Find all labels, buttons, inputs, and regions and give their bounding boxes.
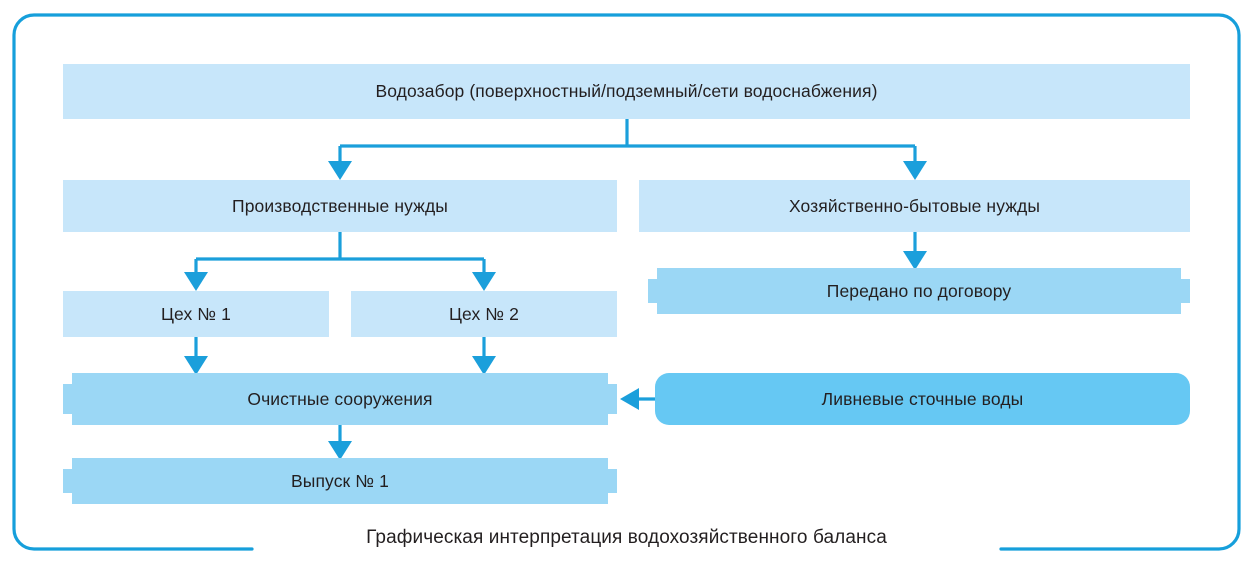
node-intake[interactable]: Водозабор (поверхностный/подземный/сети … (63, 64, 1190, 119)
diagram-caption-text: Графическая интерпретация водохозяйствен… (340, 527, 913, 549)
node-treatment-facilities-label: Очистные сооружения (247, 388, 433, 409)
node-workshop-2[interactable]: Цех № 2 (351, 291, 617, 337)
node-stormwater[interactable]: Ливневые сточные воды (655, 373, 1190, 425)
node-stormwater-label: Ливневые сточные воды (821, 388, 1024, 409)
arrowhead-left-treatment (620, 388, 639, 410)
arrowhead-down-production (328, 161, 352, 180)
node-workshop-1-label: Цех № 1 (161, 303, 231, 324)
node-outlet-1[interactable]: Выпуск № 1 (63, 458, 617, 504)
arrowhead-down-domestic (903, 161, 927, 180)
node-production-needs-label: Производственные нужды (232, 195, 448, 216)
node-treatment-facilities[interactable]: Очистные сооружения (63, 373, 617, 425)
node-production-needs[interactable]: Производственные нужды (63, 180, 617, 232)
arrowhead-down-workshop-1 (184, 272, 208, 291)
node-outlet-1-label: Выпуск № 1 (291, 470, 389, 491)
node-domestic-needs[interactable]: Хозяйственно-бытовые нужды (639, 180, 1190, 232)
node-workshop-1[interactable]: Цех № 1 (63, 291, 329, 337)
node-workshop-2-label: Цех № 2 (449, 303, 519, 324)
node-contract-transfer-label: Передано по договору (826, 280, 1012, 301)
node-contract-transfer[interactable]: Передано по договору (648, 268, 1190, 314)
arrowhead-down-workshop-2 (472, 272, 496, 291)
node-domestic-needs-label: Хозяйственно-бытовые нужды (788, 195, 1041, 216)
diagram-caption: Графическая интерпретация водохозяйствен… (0, 527, 1253, 549)
node-intake-label: Водозабор (поверхностный/подземный/сети … (375, 81, 878, 102)
